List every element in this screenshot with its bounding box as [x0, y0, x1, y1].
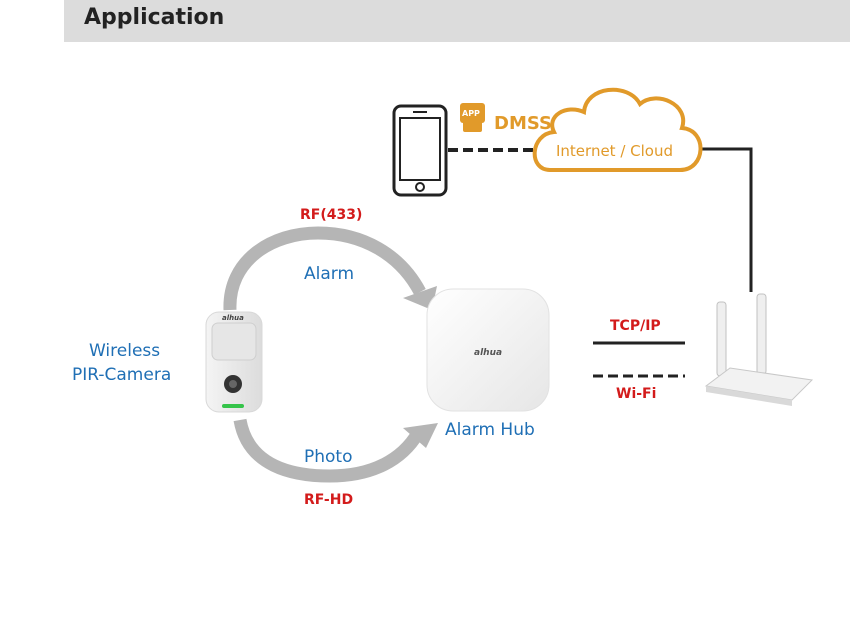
dmss-label: DMSS — [494, 113, 552, 134]
pir-camera-device — [205, 311, 263, 413]
camera-label-line1: Wireless — [89, 341, 161, 361]
app-icon — [460, 103, 485, 132]
wifi-router-device — [704, 293, 814, 406]
alarm-arrowhead — [403, 286, 437, 310]
photo-label: Photo — [304, 447, 353, 467]
camera-label-line2: PIR-Camera — [72, 365, 172, 385]
hub-label: Alarm Hub — [445, 420, 535, 440]
smartphone-icon — [392, 104, 448, 197]
page-title: Application — [84, 5, 225, 30]
alarm-hub-device — [426, 288, 550, 412]
rfhd-label: RF-HD — [304, 492, 354, 508]
cloud-icon — [532, 87, 703, 172]
cloud-label: Internet / Cloud — [556, 142, 673, 160]
hub-brand-logo: alhua — [474, 348, 503, 358]
header-bar: Application — [64, 0, 850, 42]
wifi-label: Wi-Fi — [616, 386, 657, 402]
camera-brand-logo: alhua — [222, 314, 244, 322]
alarm-label: Alarm — [304, 264, 355, 284]
tcpip-label: TCP/IP — [610, 318, 661, 334]
photo-arrowhead — [403, 423, 438, 448]
rf433-label: RF(433) — [300, 207, 363, 223]
cloud-router-link — [690, 147, 753, 292]
alarm-arrow — [223, 226, 426, 311]
app-badge-label: APP — [462, 109, 480, 118]
photo-arrow — [233, 418, 424, 483]
